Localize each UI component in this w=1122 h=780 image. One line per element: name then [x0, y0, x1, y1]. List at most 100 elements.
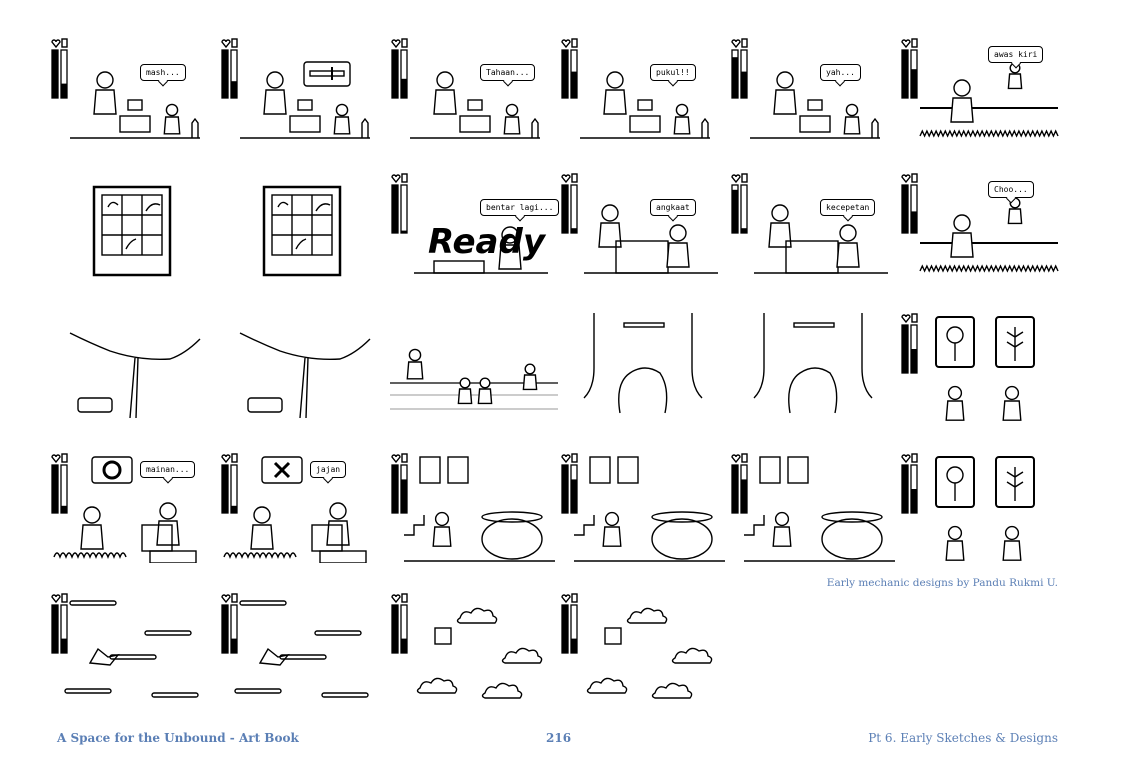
speech-bubble: Choo... [988, 181, 1034, 198]
sketch-panel-clouds [560, 593, 728, 703]
meter-1 [230, 464, 238, 514]
footer-section: Pt 6. Early Sketches & Designs [868, 731, 1058, 745]
sketch-panel-field: Choo... [900, 173, 1068, 283]
stat-meters [221, 38, 238, 99]
sketch-panel-hands [560, 313, 728, 423]
sketch-panel-field: awas kiri [900, 38, 1068, 148]
sketch-panel-clouds-platform [220, 593, 388, 703]
sketch-panel-tree [50, 313, 218, 423]
sketch-panel-tree [220, 313, 388, 423]
footer-book-title: A Space for the Unbound - Art Book [57, 731, 299, 745]
sketch-drawing [561, 453, 725, 562]
sketch-drawing [262, 185, 342, 277]
sketch-panel-cards [900, 313, 1068, 423]
sketch-drawing [51, 453, 197, 563]
sketch-drawing [731, 453, 895, 562]
sketch-panel-smith-broken: yah... [730, 38, 898, 148]
cross-icon [273, 461, 291, 479]
stat-meters [561, 38, 578, 99]
stat-meters [561, 593, 578, 654]
stat-meters [391, 453, 408, 514]
speech-bubble: mash... [140, 64, 186, 81]
sketch-drawing [753, 313, 873, 414]
sketch-drawing [561, 173, 718, 274]
sketch-drawing [391, 38, 540, 139]
sketch-drawing [561, 593, 713, 699]
sketch-drawing [92, 185, 172, 277]
speech-bubble: pukul!! [650, 64, 696, 81]
sketch-drawing [901, 173, 1059, 273]
sketch-drawing [69, 332, 201, 419]
sketch-drawing [901, 38, 1059, 138]
stat-meters [901, 453, 918, 514]
sketch-panel-smith [220, 38, 388, 148]
sketch-panel-puzzle [220, 173, 388, 283]
stat-meters [391, 173, 408, 234]
stat-meters [901, 313, 918, 374]
meter-1 [570, 184, 578, 234]
sketch-panel-ready: Ready bentar lagi... [390, 173, 560, 283]
speech-bubble: bentar lagi... [480, 199, 560, 216]
sketch-panel-clouds [390, 593, 558, 703]
sketch-panel-cauldron [390, 453, 558, 563]
sketch-panel-puzzle [50, 173, 218, 283]
speech-bubble: angkaat [650, 199, 696, 216]
sketch-panel-clouds-platform [50, 593, 218, 703]
sketch-drawing [239, 332, 371, 419]
sketch-panel-smith: Tahaan... [390, 38, 558, 148]
sketch-drawing [731, 173, 888, 274]
stat-meters [51, 453, 68, 514]
figure-caption: Early mechanic designs by Pandu Rukmi U. [826, 577, 1058, 589]
sketch-drawing [51, 38, 200, 139]
speech-bubble: kecepetan [820, 199, 876, 216]
sketch-panel-cauldron [730, 453, 898, 563]
sketch-panel-kids: mainan... [50, 453, 218, 563]
stat-meters [561, 173, 578, 234]
stat-meters [901, 173, 918, 234]
sketch-drawing [390, 348, 558, 410]
stat-meters [731, 38, 748, 99]
sketch-panel-cards [900, 453, 1068, 563]
sketch-drawing [221, 593, 369, 698]
stat-meters [221, 593, 238, 654]
sketch-drawing [391, 593, 543, 699]
sketch-drawing [391, 453, 555, 562]
sketch-drawing [51, 593, 199, 698]
circle-icon [102, 460, 122, 480]
sketch-panel-walk [390, 313, 558, 423]
stat-meters [561, 453, 578, 514]
slider-icon [309, 70, 345, 77]
stat-meters [221, 453, 238, 514]
stat-meters [901, 38, 918, 99]
sketch-panel-smith: mash... [50, 38, 218, 148]
sketch-drawing [561, 38, 710, 139]
stat-meters [391, 593, 408, 654]
speech-bubble: mainan... [140, 461, 196, 478]
speech-bubble: yah... [820, 64, 861, 81]
meter-1 [400, 184, 408, 234]
speech-bubble: jajan [310, 461, 347, 478]
speech-bubble: Tahaan... [480, 64, 536, 81]
stat-meters [391, 38, 408, 99]
ready-text: Ready [428, 222, 547, 262]
sketch-panel-hands [730, 313, 898, 423]
sketch-panel-smith: pukul!! [560, 38, 728, 148]
stat-meters [51, 38, 68, 99]
sketch-panel-kids: jajan [220, 453, 388, 563]
sketch-drawing [221, 453, 367, 563]
sketch-drawing [221, 38, 370, 139]
sketch-panel-box: kecepetan [730, 173, 898, 283]
stat-meters [731, 453, 748, 514]
sketch-drawing [583, 313, 703, 414]
meter-1 [60, 464, 68, 514]
speech-bubble: awas kiri [988, 46, 1044, 63]
sketch-drawing [901, 453, 1035, 561]
sketch-panel-box: angkaat [560, 173, 728, 283]
sketch-drawing [731, 38, 880, 139]
stat-meters [731, 173, 748, 234]
sketch-drawing [901, 313, 1035, 421]
stat-meters [51, 593, 68, 654]
footer-page-number: 216 [546, 731, 572, 745]
sketch-drawing: Ready [391, 173, 548, 274]
sketch-panel-cauldron [560, 453, 728, 563]
